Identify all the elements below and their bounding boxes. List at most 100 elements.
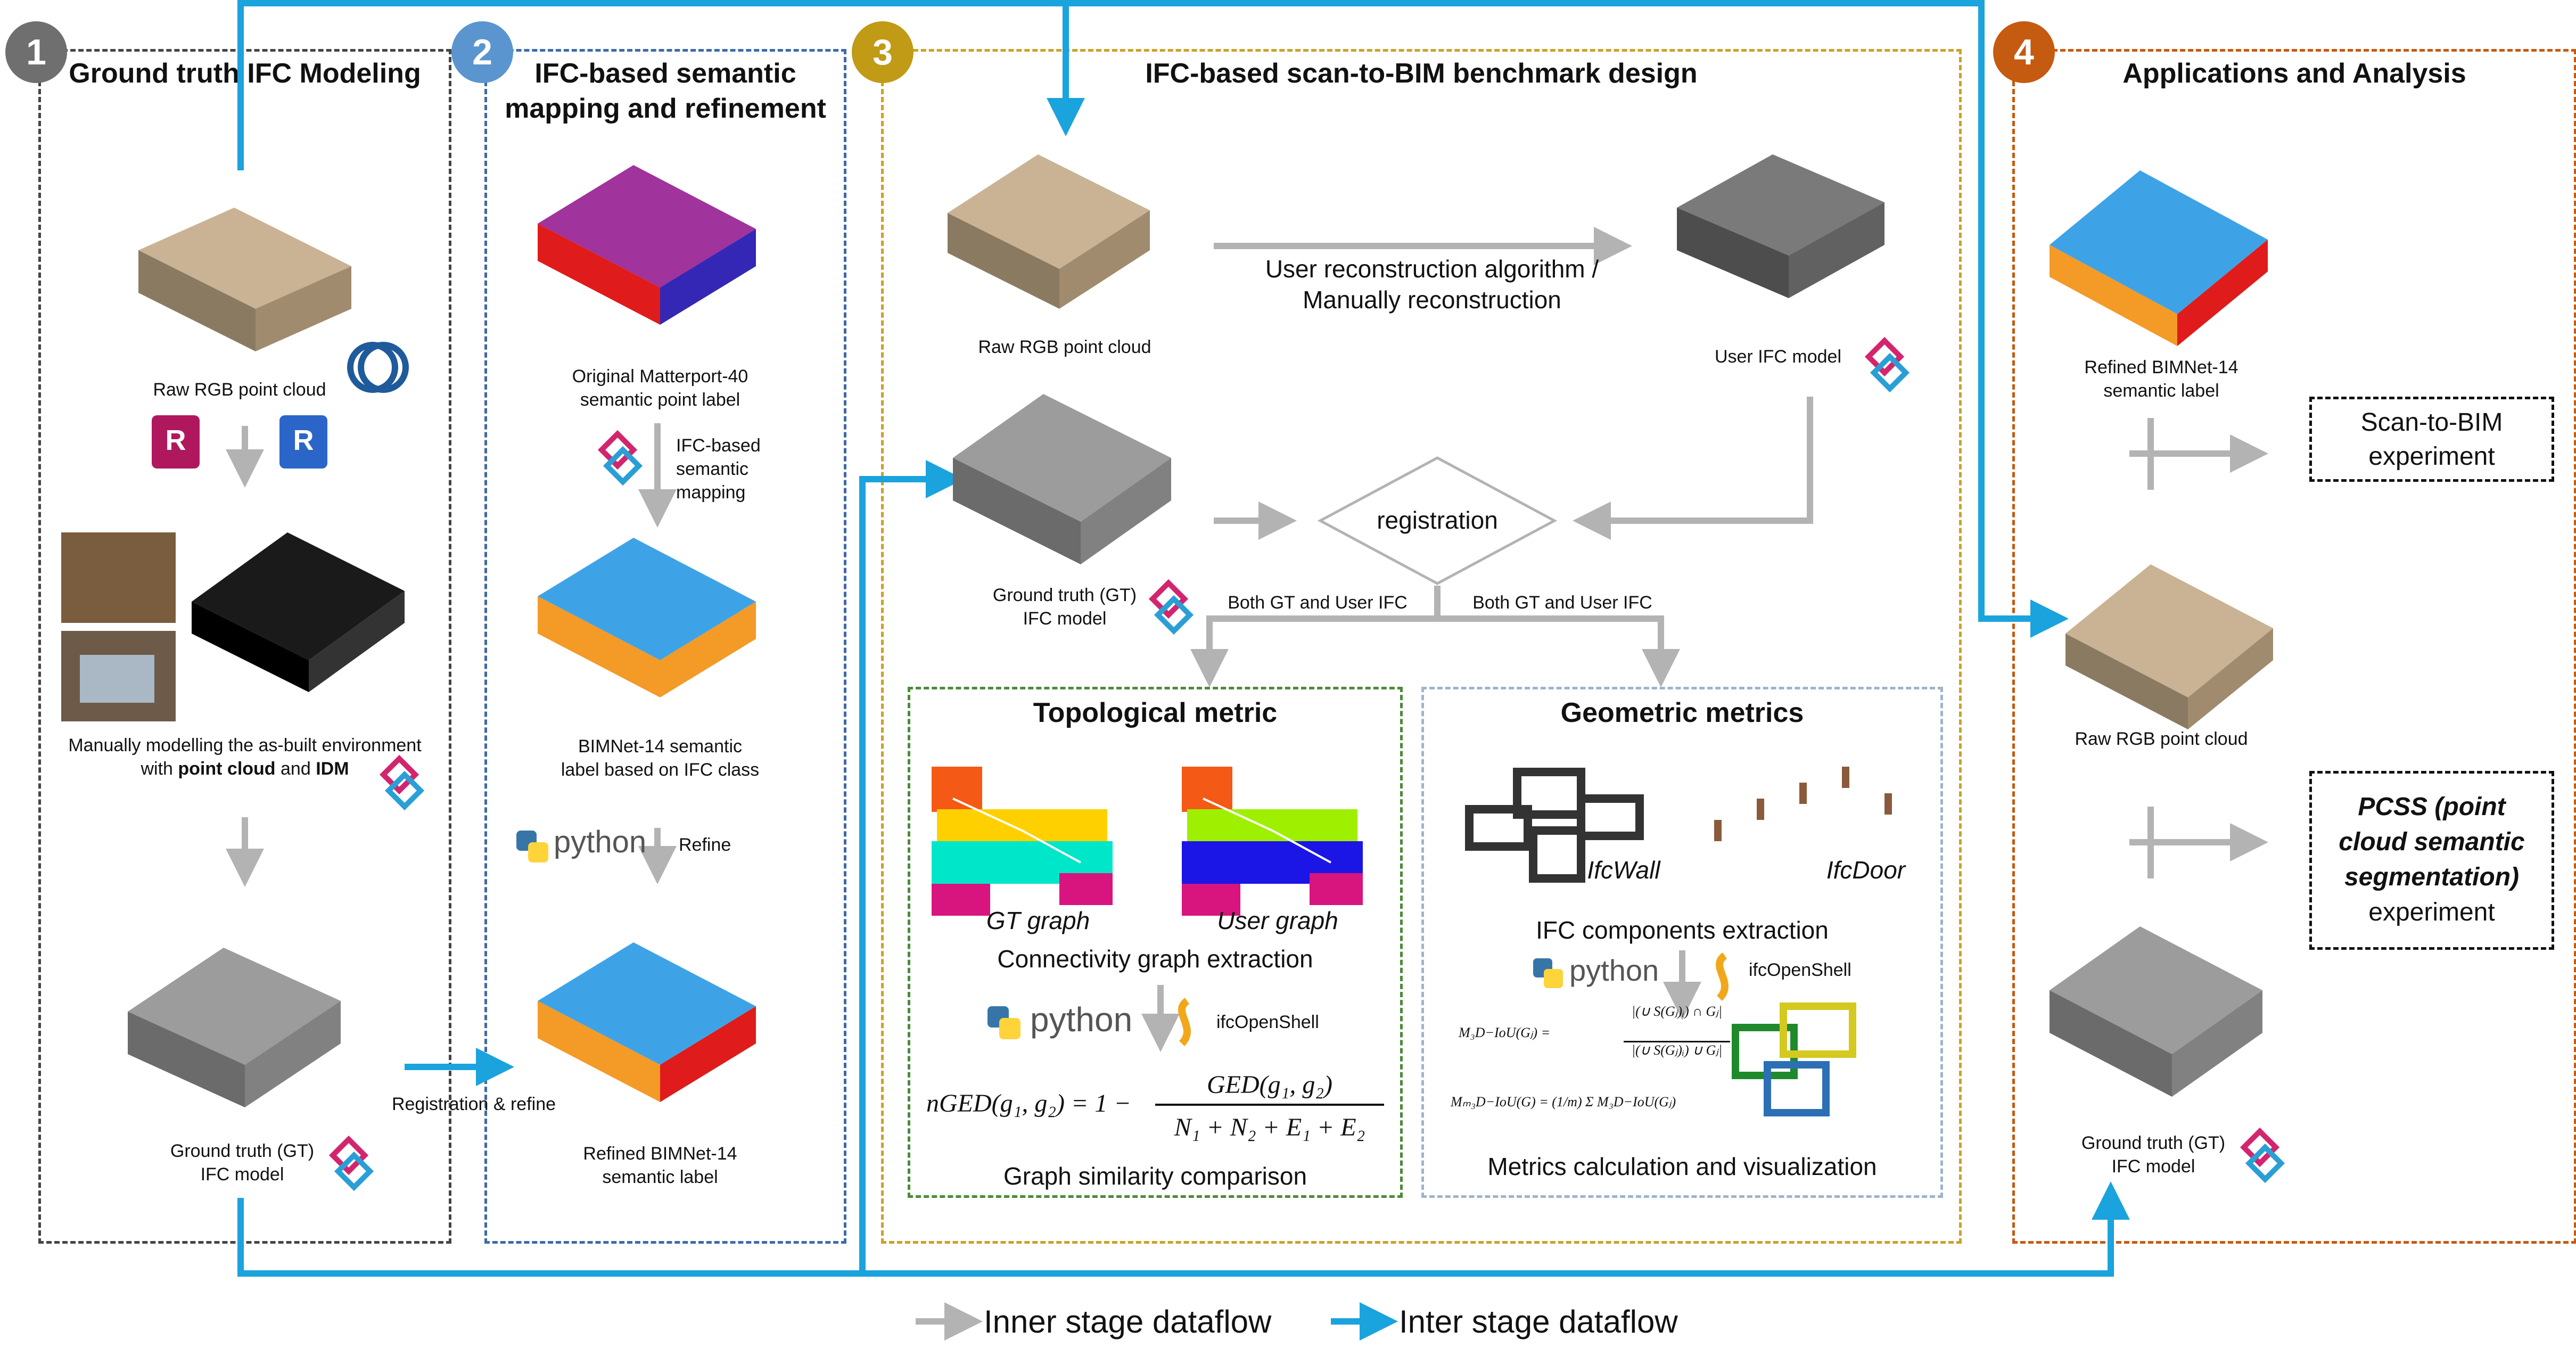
ifc-logo-s2 xyxy=(597,430,643,486)
s4-gt-line2: IFC model xyxy=(2111,1156,2195,1177)
rvt-label: RVT xyxy=(291,469,316,483)
user-graph-label: User graph xyxy=(1217,907,1338,934)
scan-line1: Scan-to-BIM xyxy=(2360,408,2503,437)
s2-orig-label: Original Matterport-40 semantic point la… xyxy=(532,365,788,412)
raw-point-cloud-model-s1 xyxy=(138,208,351,351)
s3-raw-label: Raw RGB point cloud xyxy=(978,337,1151,357)
stage1-panel xyxy=(38,49,451,1244)
s2-refined-line2: semantic label xyxy=(602,1167,718,1187)
s1-gt-line1: Ground truth (GT) xyxy=(170,1141,315,1161)
rcp-label: RCP xyxy=(162,469,190,483)
legend-inter-label: Inter stage dataflow xyxy=(1399,1304,1678,1340)
s2-orig-line1: Original Matterport-40 xyxy=(572,366,748,387)
graph-sim-label: Graph similarity comparison xyxy=(1003,1162,1307,1190)
user-graph-image xyxy=(1182,767,1363,916)
metrics-visualization-image xyxy=(1732,1003,1856,1116)
s3-user-algo-line1: User reconstruction algorithm / xyxy=(1265,255,1599,283)
ifcwall-image xyxy=(1465,768,1644,883)
python-logo-s2 xyxy=(516,831,548,862)
legend-inner-label: Inner stage dataflow xyxy=(984,1304,1272,1340)
python-logo-s3-topo xyxy=(987,1006,1020,1039)
ifcwall-label: IfcWall xyxy=(1587,856,1660,884)
matterport40-model xyxy=(538,165,756,325)
stage1-title: Ground truth IFC Modeling xyxy=(69,58,421,89)
registration-diamond xyxy=(1317,456,1558,585)
raw-point-cloud-model-s4 xyxy=(2065,564,2273,729)
gt-graph-image xyxy=(932,767,1113,916)
stage4-panel xyxy=(2012,49,2576,1244)
s4-raw-label: Raw RGB point cloud xyxy=(2075,729,2248,749)
s3-user-algo-line2: Manually reconstruction xyxy=(1303,286,1561,314)
conn-extract-label: Connectivity graph extraction xyxy=(997,945,1313,973)
svg-text:R: R xyxy=(166,424,186,456)
s2-bim-line2: label based on IFC class xyxy=(561,760,760,780)
geometric-metrics-panel xyxy=(1421,687,1943,1198)
s2-bim-label: BIMNet-14 semantic label based on IFC cl… xyxy=(532,735,788,782)
stage3-number: 3 xyxy=(852,21,913,83)
inner-stage-arrows xyxy=(226,227,2268,1052)
black-wireframe-model xyxy=(192,532,405,692)
s2-python-word: python xyxy=(554,825,647,859)
s1-reg-refine-label: Registration & refine xyxy=(391,1094,556,1114)
ifc-logos-s3 xyxy=(1148,336,1910,635)
inter-stage-arrows xyxy=(237,0,2130,1277)
svg-text:R: R xyxy=(293,424,314,456)
nged-denominator: N₁ + N₂ + E₁ + E₂ xyxy=(1174,1113,1365,1141)
scan-to-bim-box: Scan-to-BIM experiment xyxy=(2309,397,2554,482)
s2-refine-label: Refine xyxy=(679,835,731,855)
pcss-line2: cloud semantic xyxy=(2339,828,2525,856)
s1-manual-idm: IDM xyxy=(316,759,349,779)
s2-map-line3: mapping xyxy=(676,482,746,503)
registration-label: registration xyxy=(1377,506,1498,534)
pcss-line1: PCSS (point xyxy=(2358,793,2506,821)
stage4-number: 4 xyxy=(1993,21,2055,83)
s4-refined-label: Refined BIMNet-14 semantic label xyxy=(2039,356,2284,402)
nged-numerator: GED(g₁, g₂) xyxy=(1207,1071,1332,1099)
m3d-lhs: M₃D−IoU(Gⱼ) = xyxy=(1459,1025,1551,1040)
gt-ifc-model-s1 xyxy=(128,948,341,1107)
s3-user-algo-label: User reconstruction algorithm / Manually… xyxy=(1208,253,1656,315)
s2-map-line1: IFC-based xyxy=(676,436,761,456)
s3-python-word-geo: python xyxy=(1569,954,1659,987)
nged-lhs: nGED(g₁, g₂) = 1 − xyxy=(926,1089,1131,1118)
both-left-label: Both GT and User IFC xyxy=(1228,593,1408,613)
ifcdoor-image xyxy=(1714,767,1892,841)
ifcopenshell-logo-topo xyxy=(1178,998,1191,1046)
s2-refined-label: Refined BIMNet-14 semantic label xyxy=(532,1142,788,1189)
gt-graph-label: GT graph xyxy=(986,907,1090,934)
s3-gt-label: Ground truth (GT) IFC model xyxy=(964,584,1166,630)
stage2-panel xyxy=(484,49,846,1244)
s4-refined-line2: semantic label xyxy=(2103,381,2219,401)
s1-manual-label: Manually modelling the as-built environm… xyxy=(45,734,445,780)
refined-bimnet14-model xyxy=(538,942,756,1102)
topo-title: Topological metric xyxy=(1033,697,1278,728)
comp-extract-label: IFC components extraction xyxy=(1536,916,1829,944)
stage2-title: IFC-based semantic mapping and refinemen… xyxy=(505,58,826,124)
s2-map-label: IFC-based semantic mapping xyxy=(676,434,783,504)
s1-manual-line1: Manually modelling the as-built environm… xyxy=(68,735,422,755)
s4-gt-line1: Ground truth (GT) xyxy=(2081,1133,2226,1153)
stage3-panel xyxy=(881,49,1962,1244)
revit-logos: R R xyxy=(152,342,409,469)
s3-gt-line1: Ground truth (GT) xyxy=(992,585,1137,605)
stage2-number: 2 xyxy=(451,21,513,83)
gt-ifc-model-s3 xyxy=(953,394,1171,564)
scan-line2: experiment xyxy=(2368,442,2495,471)
m3d-numerator: |(∪ S(Gⱼ)ᵢ) ∩ Gⱼ| xyxy=(1632,1004,1722,1019)
interior-photos xyxy=(61,532,176,721)
ifc-logos-s1-s4 xyxy=(328,754,2285,1192)
ifcdoor-label: IfcDoor xyxy=(1826,856,1906,884)
refined-model-s4 xyxy=(2050,170,2268,346)
s1-gt-label: Ground truth (GT) IFC model xyxy=(144,1139,341,1186)
ifcopenshell-label-geo: ifcOpenShell xyxy=(1749,960,1851,980)
user-ifc-model xyxy=(1677,154,1884,298)
s3-gt-line2: IFC model xyxy=(1023,609,1107,629)
pcss-box: PCSS (point cloud semantic segmentation)… xyxy=(2309,771,2554,950)
stage4-title: Applications and Analysis xyxy=(2122,58,2466,89)
s1-manual-pc: point cloud xyxy=(178,759,276,779)
metrics-calc-label: Metrics calculation and visualization xyxy=(1487,1153,1877,1180)
geo-title: Geometric metrics xyxy=(1560,697,1804,728)
gt-ifc-model-s4 xyxy=(2050,926,2262,1097)
m3d-denominator: |(∪ S(Gⱼ)ᵢ) ∪ Gⱼ| xyxy=(1624,1041,1730,1058)
